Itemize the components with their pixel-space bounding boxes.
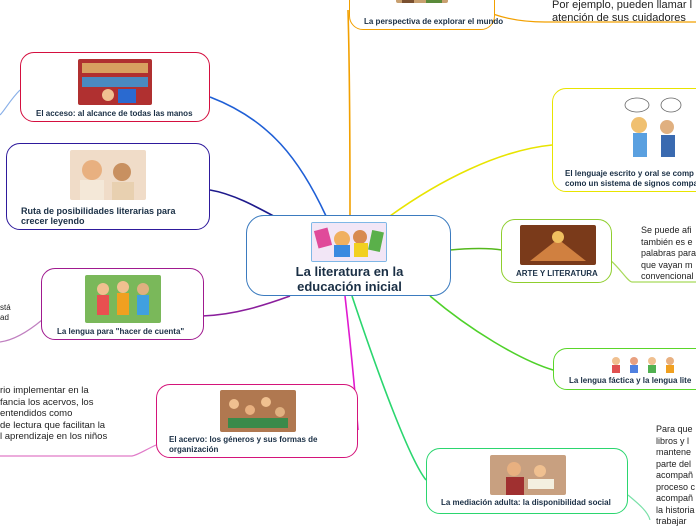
topic-acervo-label: El acervo: los géneros y sus formas de o… (169, 435, 318, 454)
note-left-small: stá ad (0, 303, 11, 322)
topic-ruta-posibilidades[interactable]: Ruta de posibilidades literarias para cr… (6, 143, 210, 230)
topic-acceso[interactable]: El acceso: al alcance de todas las manos (20, 52, 210, 122)
topic-arte-image (520, 225, 596, 265)
topic-mediacion-image (490, 455, 566, 495)
topic-mediacion-adulta[interactable]: La mediación adulta: la disponibilidad s… (426, 448, 628, 514)
connector-note-arte (609, 259, 696, 283)
topic-arte-y-literatura[interactable]: ARTE Y LITERATURA (501, 219, 612, 283)
connector-note-top-right (492, 13, 696, 23)
topic-explorar-label: La perspectiva de explorar el mundo (364, 17, 504, 26)
topic-mediacion-label: La mediación adulta: la disponibilidad s… (441, 498, 611, 507)
topic-acceso-label: El acceso: al alcance de todas las manos (36, 109, 193, 118)
topic-hacer-cuenta-label: La lengua para "hacer de cuenta" (57, 327, 185, 336)
connector-note-left-small (0, 319, 43, 343)
note-arte-right: Se puede afi también es e palabras para … (641, 225, 696, 281)
central-topic-title: La literatura en la educación inicial (295, 264, 404, 294)
topic-acervo-image (220, 390, 296, 432)
topic-hacer-cuenta-image (85, 275, 161, 323)
connector-explorar (347, 9, 351, 217)
connector-arte (449, 247, 503, 251)
topic-hacer-de-cuenta[interactable]: La lengua para "hacer de cuenta" (41, 268, 204, 340)
note-mediacion-right: Para que libros y l mantene parte del ac… (656, 424, 696, 526)
topic-lengua-factica[interactable]: La lengua fáctica y la lengua lite (553, 348, 696, 390)
connector-lenguaje (389, 144, 553, 217)
note-acervo-left: rio implementar en la fancia los acervos… (0, 385, 108, 442)
connector-factica (429, 295, 554, 371)
topic-factica-label: La lengua fáctica y la lengua lite (569, 376, 692, 385)
topic-arte-label: ARTE Y LITERATURA (516, 269, 598, 278)
central-topic[interactable]: La literatura en la educación inicial (246, 215, 451, 296)
topic-acceso-image (78, 59, 152, 105)
topic-explorar-el-mundo[interactable]: La perspectiva de explorar el mundo (349, 0, 503, 30)
topic-lenguaje-image (621, 95, 687, 167)
topic-ruta-label: Ruta de posibilidades literarias para cr… (21, 206, 176, 226)
topic-lenguaje-label: El lenguaje escrito y oral se comp como … (565, 169, 696, 188)
connector-acceso (209, 96, 327, 217)
children-collage-image (312, 223, 386, 261)
connector-note-mediacion (627, 494, 651, 520)
topic-factica-image (606, 353, 682, 373)
connector-mediacion (351, 295, 427, 481)
topic-lenguaje-escrito-oral[interactable]: El lenguaje escrito y oral se comp como … (552, 88, 696, 192)
connector-hacer-cuenta (201, 295, 291, 317)
topic-explorar-image (396, 0, 448, 3)
note-top-right: Por ejemplo, pueden llamar l atención de… (552, 0, 693, 24)
connector-left-acceso (0, 89, 21, 116)
topic-acervo[interactable]: El acervo: los géneros y sus formas de o… (156, 384, 358, 458)
connector-note-acervo (0, 444, 157, 457)
central-topic-image (311, 222, 387, 262)
topic-ruta-image (70, 150, 146, 200)
